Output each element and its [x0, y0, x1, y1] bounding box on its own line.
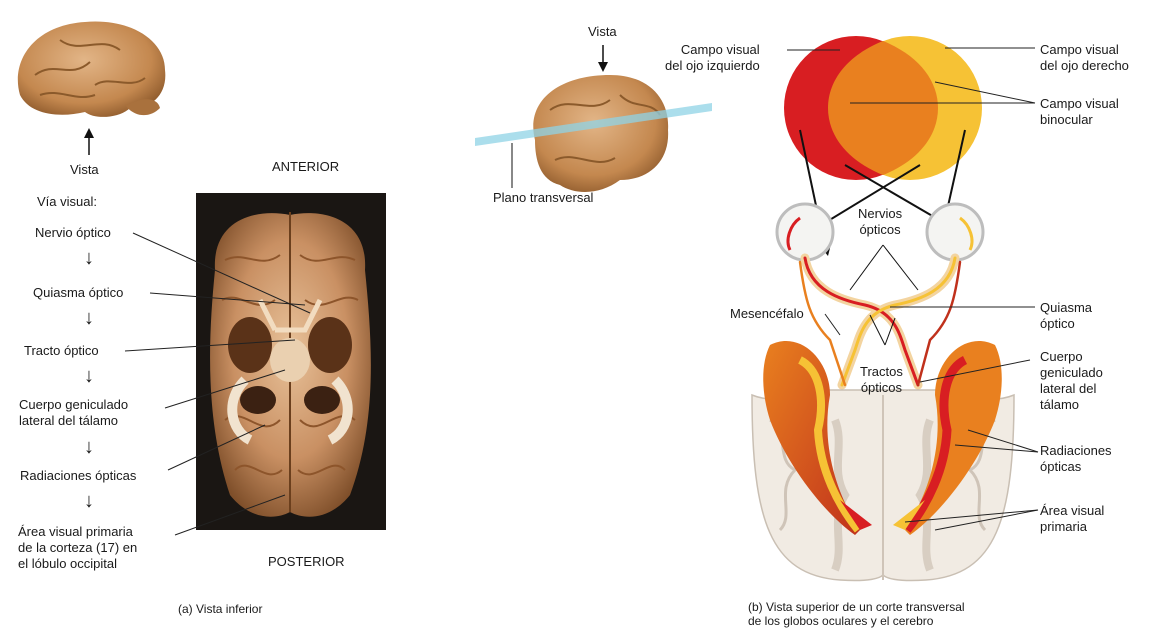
lgn-label: Cuerpo geniculado lateral del tálamo	[1040, 349, 1103, 412]
right-eye-field-label: Campo visual del ojo derecho	[1040, 42, 1129, 73]
optic-tracts-label: Tractos ópticos	[860, 364, 903, 395]
view-label-b: Vista	[588, 24, 617, 39]
arrow-down-icon: ↓	[84, 307, 94, 329]
binocular-field-label: Campo visual binocular	[1040, 96, 1119, 127]
view-arrow-down-b	[598, 45, 608, 72]
brain-inferior-photo	[196, 193, 386, 530]
step-optic-nerve: Nervio óptico	[35, 225, 111, 240]
brain-transverse-thumbnail	[475, 75, 712, 192]
arrow-down-icon: ↓	[84, 436, 94, 458]
pathway-heading: Vía visual:	[37, 194, 97, 209]
caption-b: (b) Vista superior de un corte transvers…	[748, 600, 965, 628]
plane-label: Plano transversal	[493, 190, 594, 205]
arrow-down-icon: ↓	[84, 490, 94, 512]
label-posterior: POSTERIOR	[268, 554, 345, 569]
leader-lines-b	[787, 47, 1039, 531]
view-label-a: Vista	[70, 162, 99, 177]
step-visual-cortex: Área visual primaria de la corteza (17) …	[18, 524, 138, 571]
binocular-field	[828, 41, 938, 175]
step-lgn: Cuerpo geniculado lateral del tálamo	[19, 397, 129, 428]
optic-nerves-label: Nervios ópticos	[858, 206, 903, 237]
arrow-down-icon: ↓	[84, 365, 94, 387]
brain-transverse-section	[751, 341, 1015, 582]
step-optic-chiasm: Quiasma óptico	[33, 285, 124, 300]
label-anterior: ANTERIOR	[272, 159, 340, 174]
optic-chiasm-label: Quiasma óptico	[1040, 300, 1093, 331]
step-optic-tract: Tracto óptico	[24, 343, 99, 358]
visual-fields	[784, 36, 982, 180]
optic-radiations-label: Radiaciones ópticas	[1040, 443, 1112, 474]
midbrain-label: Mesencéfalo	[730, 306, 804, 321]
optic-pathway	[798, 253, 962, 390]
brain-lateral-thumbnail	[17, 21, 166, 117]
left-eye-field-label: Campo visual del ojo izquierdo	[665, 42, 760, 73]
arrow-down-icon: ↓	[84, 247, 94, 269]
visual-area-label: Área visual primaria	[1040, 503, 1105, 534]
caption-a: (a) Vista inferior	[178, 602, 263, 616]
leader-lines-a	[124, 232, 311, 536]
step-optic-radiations: Radiaciones ópticas	[20, 468, 137, 483]
view-arrow-up-a	[84, 128, 94, 155]
chiasm-leaders	[849, 244, 919, 346]
